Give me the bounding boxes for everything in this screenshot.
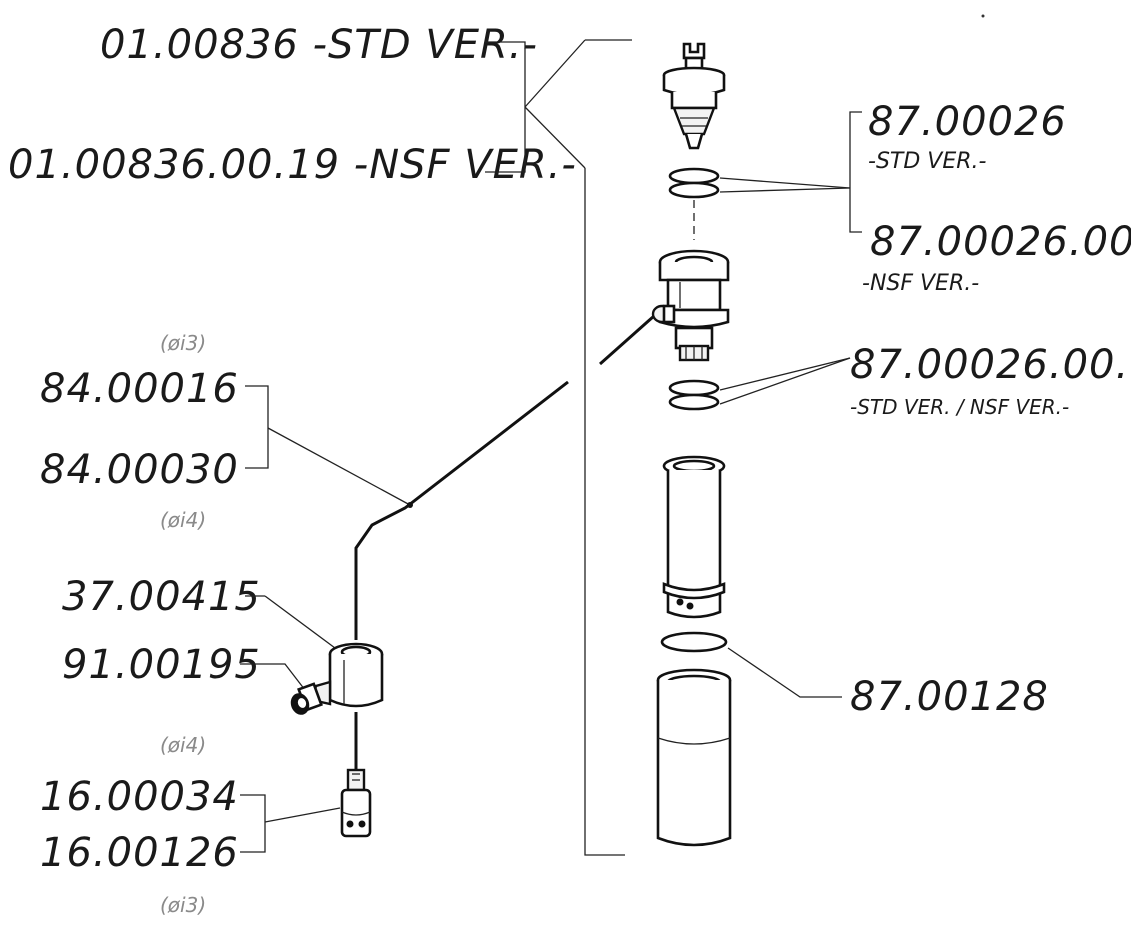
label-tail-dia-bottom: (øi3) [160, 893, 206, 917]
label-oring2-code: 87.00026.00.19 [850, 342, 1131, 388]
label-oring-nsf-note: -NSF VER.- [862, 271, 979, 296]
label-tube-a-dia: (øi3) [160, 331, 206, 355]
t-fitting-part [328, 642, 384, 770]
label-oring2-note: -STD VER. / NSF VER.- [850, 395, 1069, 419]
label-tube-b: 84.00030 [40, 447, 239, 493]
label-fitting: 37.00415 [62, 574, 261, 620]
label-oring-std-code: 87.00026 [868, 99, 1067, 145]
label-valve: 91.00195 [62, 642, 261, 688]
leader-ring-big [727, 647, 842, 698]
nozzle-part [662, 42, 726, 150]
label-tube-a: 84.00016 [40, 366, 239, 412]
leader-main [485, 39, 632, 856]
small-valve-part [290, 680, 332, 715]
tube-line [354, 314, 655, 640]
sleeve-part [662, 455, 726, 619]
tail-fitting-part [340, 768, 372, 838]
label-tube-b-dia: (øi4) [160, 508, 206, 532]
leader-tube [245, 385, 411, 506]
label-oring-std-note: -STD VER.- [868, 149, 987, 174]
label-tail-b: 16.00126 [40, 830, 239, 876]
oring-pair-2 [668, 379, 720, 411]
label-tail-a: 16.00034 [40, 774, 239, 820]
label-ring-big: 87.00128 [850, 674, 1049, 720]
leader-oring-second [719, 357, 851, 405]
cup-part [656, 668, 732, 847]
leader-oring-top [719, 111, 862, 233]
big-oring-part [660, 631, 728, 653]
leader-fitting-b [264, 595, 336, 649]
label-tail-dia-top: (øi4) [160, 733, 206, 757]
leader-valve [240, 663, 306, 691]
label-main-std: 01.00836 -STD VER.- [100, 22, 538, 68]
label-main-nsf: 01.00836.00.19 -NSF VER.- [8, 142, 577, 188]
stray-dot [981, 14, 985, 18]
leader-tail [240, 794, 341, 853]
oring-pair-1 [668, 167, 720, 199]
label-oring-nsf-code: 87.00026.00.19 [870, 219, 1131, 265]
valve-body-part [651, 249, 730, 362]
